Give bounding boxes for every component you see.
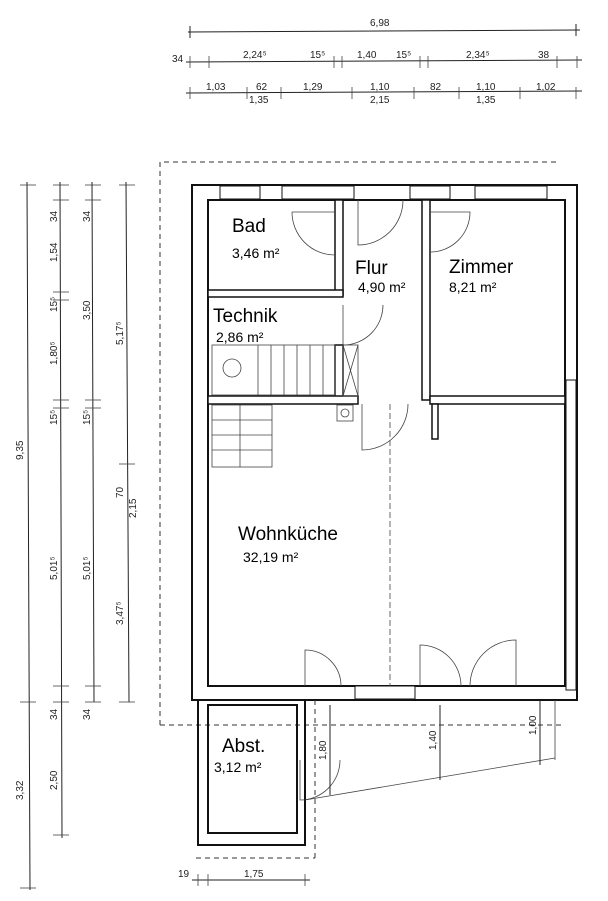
room-labels: Bad 3,46 m² Flur 4,90 m² Zimmer 8,21 m² … [213,216,514,775]
left-dimensions: 9,35 3,32 34 1,54 15⁵ 1,80⁵ 15⁵ 5,01⁵ 34… [15,181,139,891]
dim-text: 34 [49,210,60,222]
dim-text: 15⁵ [310,50,325,61]
dim-text: 19 [178,869,190,880]
dim-text: 62 [256,82,268,93]
dim-text: 1,35 [476,95,496,106]
room-area-wohnkueche: 32,19 m² [243,549,299,565]
dim-text: 3,32 [15,780,26,800]
room-name-zimmer: Zimmer [449,257,514,278]
dim-text: 5,01⁵ [82,556,93,580]
dim-text: 1,80⁵ [49,341,60,365]
dim-text: 1,80 [318,740,329,760]
dim-text: 1,00 [528,715,539,735]
dim-text: 1,54 [49,242,60,262]
dim-text: 1,02 [536,82,556,93]
room-name-abst: Abst. [222,736,265,757]
dim-text: 2,50 [49,770,60,790]
top-dimensions: 6,98 34 2,24⁵ 15⁵ 1,40 15⁵ 2,34⁵ 38 1,03… [172,18,583,106]
dim-text: 15⁵ [49,410,60,425]
dim-text: 2,15 [128,498,139,518]
dim-text: 15⁵ [49,297,60,312]
dim-text: 1,03 [206,82,226,93]
dim-text: 70 [115,486,126,498]
dim-text: 15⁵ [82,410,93,425]
room-area-flur: 4,90 m² [358,279,406,295]
terrace-dimensions: 1,80 1,40 1,00 [318,700,541,795]
dim-text: 34 [82,708,93,720]
dim-text: 2,34⁵ [466,50,490,61]
dim-text: 3,47⁵ [115,601,126,625]
room-area-zimmer: 8,21 m² [449,279,497,295]
dim-total-width: 6,98 [370,18,390,29]
room-name-technik: Technik [213,306,278,327]
dim-text: 15⁵ [396,50,411,61]
dim-text: 34 [82,210,93,222]
dim-text: 5,01⁵ [49,556,60,580]
dashed-outline [159,161,560,725]
room-area-abst: 3,12 m² [214,759,262,775]
staircase [211,344,359,468]
room-name-wohnkueche: Wohnküche [238,524,338,545]
dim-text: 2,15 [370,95,390,106]
storage-annex [196,699,556,859]
bottom-dimensions: 19 1,75 [178,869,310,886]
dim-text: 1,29 [303,82,323,93]
dim-text: 2,24⁵ [243,50,267,61]
dim-text: 38 [538,50,550,61]
dim-text: 9,35 [15,440,26,460]
dim-text: 3,50 [82,300,93,320]
dim-text: 1,10 [370,82,390,93]
dim-text: 34 [172,54,184,65]
dim-text: 1,35 [249,95,269,106]
room-area-bad: 3,46 m² [232,245,280,261]
dim-text: 82 [430,82,442,93]
room-name-bad: Bad [232,216,266,237]
dim-text: 1,40 [428,730,439,750]
exterior-walls [191,184,578,701]
interior-walls [207,199,566,440]
door-swings [291,199,517,801]
dim-text: 1,75 [244,869,264,880]
dim-text: 34 [49,708,60,720]
dim-text: 5,17⁵ [115,321,126,345]
dim-text: 1,10 [476,82,496,93]
room-name-flur: Flur [355,258,388,279]
room-area-technik: 2,86 m² [216,329,264,345]
dim-text: 1,40 [357,50,377,61]
